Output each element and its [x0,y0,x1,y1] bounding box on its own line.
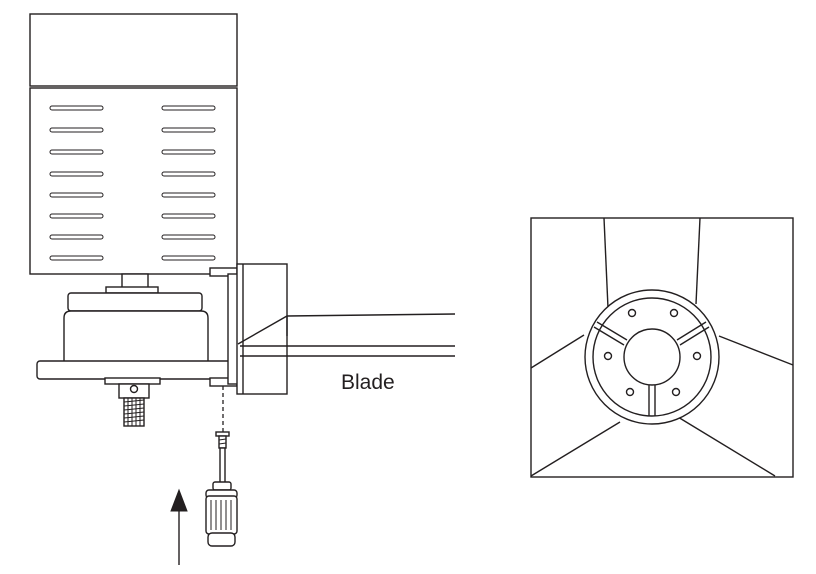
blade-iron [236,263,288,395]
bolt-hole [129,384,139,394]
hub-body [63,310,209,363]
detail-center-hole [623,328,681,386]
vent-slots [49,105,216,261]
motor-body [29,87,238,275]
detail-hub-inner-ring [592,297,712,417]
mounting-flange [36,360,237,380]
detail-screw-holes [603,308,702,397]
hub-detail-view [530,217,794,478]
motor-housing-top [29,13,238,87]
shaft-collar [105,286,159,294]
blade-label: Blade [341,371,395,394]
screwdriver-icon [205,447,238,547]
detail-segment-dividers [593,321,710,416]
bolt-washer [104,377,161,385]
detail-blade-outlines [530,217,794,477]
up-arrow-icon [170,488,188,565]
screw-icon [215,431,230,449]
hub-upper-ring [67,292,203,312]
threaded-bolt [123,397,145,427]
motor-shaft [121,273,149,289]
blade-arm [237,313,456,357]
